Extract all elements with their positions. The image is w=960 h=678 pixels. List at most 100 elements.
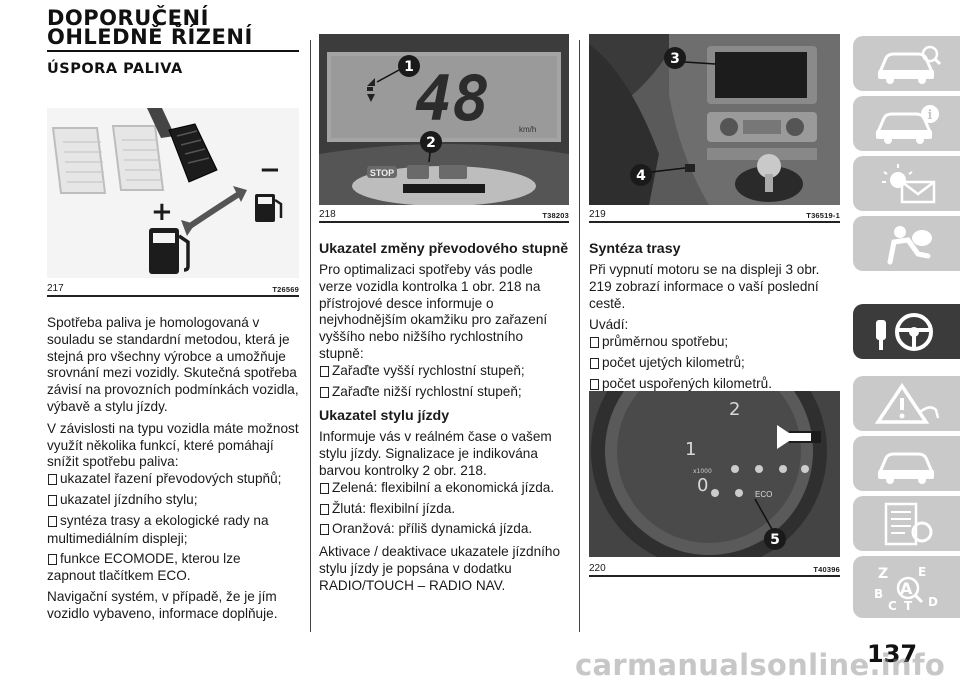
checkbox-square-icon bbox=[320, 386, 329, 398]
checkbox-square-icon bbox=[48, 515, 57, 527]
body-text: Syntéza trasy Při vypnutí motoru se na d… bbox=[589, 241, 840, 393]
figure-218-caption: 218 T38203 bbox=[319, 209, 569, 223]
callout-1: 1 bbox=[404, 59, 414, 75]
figure-220-caption: 220 T40396 bbox=[589, 563, 840, 577]
tab-vehicle-overview[interactable] bbox=[853, 36, 960, 91]
fuel-pump-small-icon bbox=[255, 194, 283, 222]
speed-unit: km/h bbox=[519, 125, 536, 134]
svg-text:E: E bbox=[918, 565, 926, 579]
section-heading: Syntéza trasy bbox=[589, 241, 681, 257]
paragraph: V závislosti na typu vozidla máte možnos… bbox=[47, 420, 299, 470]
tick-label: 2 bbox=[729, 399, 740, 420]
column-divider bbox=[579, 40, 580, 632]
figure-code: T26569 bbox=[272, 285, 299, 294]
list-item: Zařaďte nižší rychlostní stupeň; bbox=[319, 384, 569, 401]
vehicle-overview-icon bbox=[877, 45, 941, 84]
figure-217-pedals: + − bbox=[47, 108, 299, 278]
list-item: Zelená: flexibilní a ekonomická jízda. bbox=[319, 480, 569, 497]
section-heading: Ukazatel stylu jízdy bbox=[319, 408, 450, 425]
svg-text:Z: Z bbox=[878, 566, 888, 582]
figure-number: 219 bbox=[589, 209, 606, 220]
figure-219-dashboard: 3 4 bbox=[589, 34, 840, 205]
figure-number: 218 bbox=[319, 209, 336, 220]
checkbox-square-icon bbox=[320, 503, 329, 515]
paragraph: Pro optimalizaci spotřeby vás podle verz… bbox=[319, 262, 548, 361]
svg-text:B: B bbox=[874, 587, 883, 601]
emergency-road-icon bbox=[874, 382, 939, 424]
tab-vehicle-info[interactable]: i bbox=[853, 96, 960, 151]
paragraph: Při vypnutí motoru se na displeji 3 obr.… bbox=[589, 262, 820, 311]
rpm-unit: x1000 bbox=[693, 468, 712, 475]
driving-style-bar bbox=[403, 184, 485, 193]
section-heading: Ukazatel změny převodového stupně bbox=[319, 241, 569, 257]
svg-text:T: T bbox=[904, 599, 913, 613]
safety-airbag-icon bbox=[887, 225, 932, 264]
pedals-illustration: + − bbox=[47, 108, 299, 278]
figure-220-revcounter: 2 1 0 x1000 ECO 5 bbox=[589, 391, 840, 557]
callout-2: 2 bbox=[426, 135, 436, 151]
heading-rule bbox=[47, 50, 299, 52]
tab-safety[interactable] bbox=[853, 216, 960, 271]
paragraph: Informuje vás v reálném čase o vašem sty… bbox=[319, 429, 552, 478]
gear-up-arrow-icon bbox=[787, 433, 811, 441]
section-title: ÚSPORA PALIVA bbox=[47, 61, 183, 77]
figure-217-caption: 217 T26569 bbox=[47, 283, 299, 297]
list-item: funkce ECOMODE, kterou lze bbox=[47, 551, 299, 568]
checkbox-square-icon bbox=[48, 494, 57, 506]
list-item: počet ujetých kilometrů; bbox=[589, 355, 840, 372]
paragraph: Aktivace / deaktivace ukazatele jízdního… bbox=[319, 544, 561, 593]
speed-readout: 48 bbox=[415, 62, 490, 135]
paragraph: Spotřeba paliva je homologovaná v soulad… bbox=[47, 315, 299, 414]
checkbox-square-icon bbox=[320, 524, 329, 536]
list-item: ukazatel řazení převodových stupňů; bbox=[47, 471, 299, 488]
svg-text:C: C bbox=[888, 599, 897, 613]
tab-starting-driving[interactable] bbox=[853, 304, 960, 359]
tab-index[interactable]: Z E B A C T D bbox=[853, 556, 960, 618]
stop-indicator: STOP bbox=[370, 168, 394, 178]
steering-wheel-key-icon bbox=[875, 312, 933, 351]
figure-code: T36519-1 bbox=[806, 211, 840, 220]
tick-label: 1 bbox=[685, 439, 696, 460]
figure-218-cluster: 48 km/h 1 STOP 2 bbox=[319, 34, 569, 205]
fuel-pump-large-icon bbox=[149, 228, 190, 274]
specifications-list-icon bbox=[884, 502, 932, 545]
svg-text:i: i bbox=[927, 108, 932, 123]
checkbox-square-icon bbox=[590, 378, 599, 390]
tab-specifications[interactable] bbox=[853, 496, 960, 551]
paragraph: Uvádí: bbox=[589, 317, 629, 333]
chapter-title-line1: DOPORUČENÍ bbox=[47, 6, 209, 30]
list-item-continuation: multimediálním displeji; bbox=[47, 530, 188, 546]
figure-number: 217 bbox=[47, 283, 64, 294]
chapter-title-line2: OHLEDNĚ ŘÍZENÍ bbox=[47, 25, 253, 49]
svg-text:A: A bbox=[900, 579, 913, 598]
checkbox-square-icon bbox=[320, 365, 329, 377]
gear-down-arrow-icon bbox=[367, 94, 375, 102]
figure-code: T38203 bbox=[542, 211, 569, 220]
list-item: počet uspořených kilometrů. bbox=[589, 376, 840, 393]
list-item: syntéza trasy a ekologické rady na bbox=[47, 513, 299, 530]
page-number: 137 bbox=[867, 640, 918, 668]
eco-indicator: ECO bbox=[755, 490, 772, 499]
figure-code: T40396 bbox=[813, 565, 840, 574]
tab-maintenance[interactable] bbox=[853, 436, 960, 491]
callout-5: 5 bbox=[770, 532, 780, 548]
index-alphabet-icon: Z E B A C T D bbox=[874, 565, 938, 613]
list-item: ukazatel jízdního stylu; bbox=[47, 492, 299, 509]
vehicle-info-icon: i bbox=[875, 104, 939, 144]
checkbox-square-icon bbox=[590, 357, 599, 369]
multimedia-display bbox=[715, 52, 807, 98]
list-item-continuation: zapnout tlačítkem ECO. bbox=[47, 568, 191, 584]
paragraph: Navigační systém, v případě, že je jím v… bbox=[47, 589, 278, 622]
watermark: carmanualsonline.info bbox=[575, 648, 946, 678]
list-item: Oranžová: příliš dynamická jízda. bbox=[319, 521, 569, 538]
revcounter-illustration: 2 1 0 x1000 ECO 5 bbox=[589, 391, 840, 557]
cluster-illustration: 48 km/h 1 STOP 2 bbox=[319, 34, 569, 205]
tab-warning-lights[interactable] bbox=[853, 156, 960, 211]
wrench-service-icon bbox=[439, 165, 467, 179]
callout-3: 3 bbox=[670, 51, 680, 67]
callout-4: 4 bbox=[636, 168, 646, 184]
svg-text:D: D bbox=[928, 595, 938, 609]
door-warning-icon bbox=[407, 165, 429, 179]
tab-emergency[interactable] bbox=[853, 376, 960, 431]
body-text: Spotřeba paliva je homologovaná v soulad… bbox=[47, 315, 299, 628]
